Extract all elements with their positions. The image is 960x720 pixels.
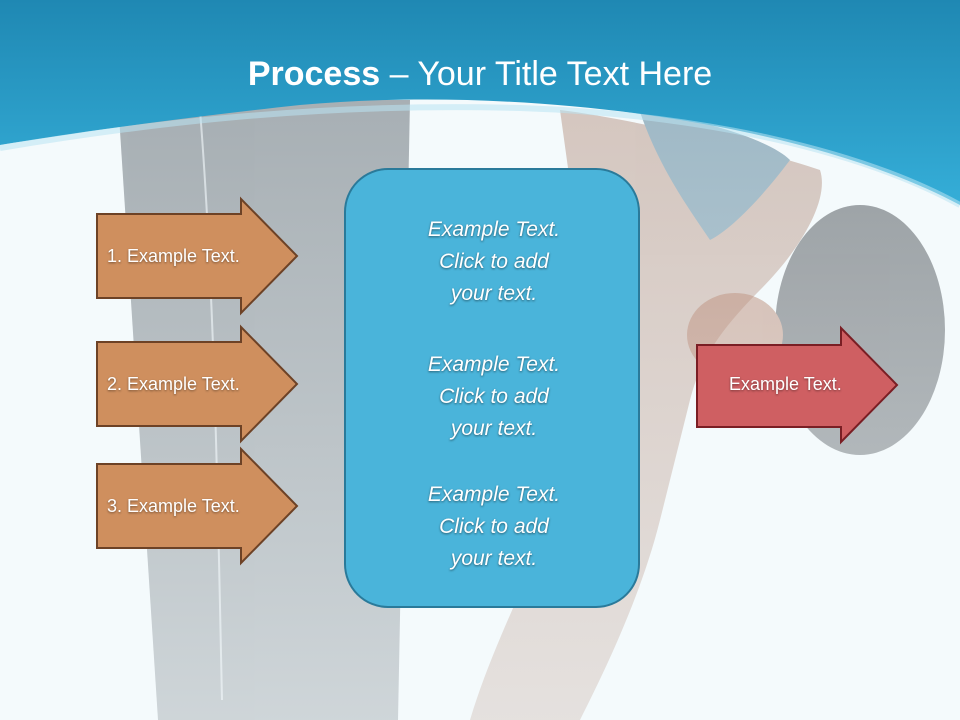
left-arrow-1-label: 1. Example Text.: [107, 246, 240, 266]
center-text-line: Click to add: [439, 250, 549, 273]
center-text-line: Click to add: [439, 515, 549, 538]
header-band: [0, 0, 960, 205]
center-text-line: Example Text.: [427, 483, 561, 506]
right-arrow-label: Example Text.: [729, 374, 842, 394]
right-arrow: Example Text.: [696, 325, 899, 445]
slide-title: Process – Your Title Text Here: [0, 52, 960, 96]
center-text-block-1: Example Text. Click to add your text.: [346, 214, 642, 310]
center-text-line: your text.: [450, 282, 538, 305]
left-arrow-1: 1. Example Text.: [96, 196, 299, 316]
title-bold: Process: [247, 55, 381, 93]
title-rest: – Your Title Text Here: [380, 55, 713, 93]
left-arrow-3-label: 3. Example Text.: [107, 496, 240, 516]
header-swoosh: [0, 104, 960, 208]
center-process-box: Example Text. Click to add your text. Ex…: [344, 168, 640, 608]
center-text-line: your text.: [450, 417, 538, 440]
left-arrow-2-label: 2. Example Text.: [107, 374, 240, 394]
center-text-block-3: Example Text. Click to add your text.: [346, 479, 642, 575]
center-text-line: Click to add: [439, 385, 549, 408]
left-arrow-3: 3. Example Text.: [96, 446, 299, 566]
center-text-line: Example Text.: [427, 353, 561, 376]
left-arrow-2: 2. Example Text.: [96, 324, 299, 444]
center-text-block-2: Example Text. Click to add your text.: [346, 349, 642, 445]
center-text-line: Example Text.: [427, 218, 561, 241]
center-text-line: your text.: [450, 547, 538, 570]
